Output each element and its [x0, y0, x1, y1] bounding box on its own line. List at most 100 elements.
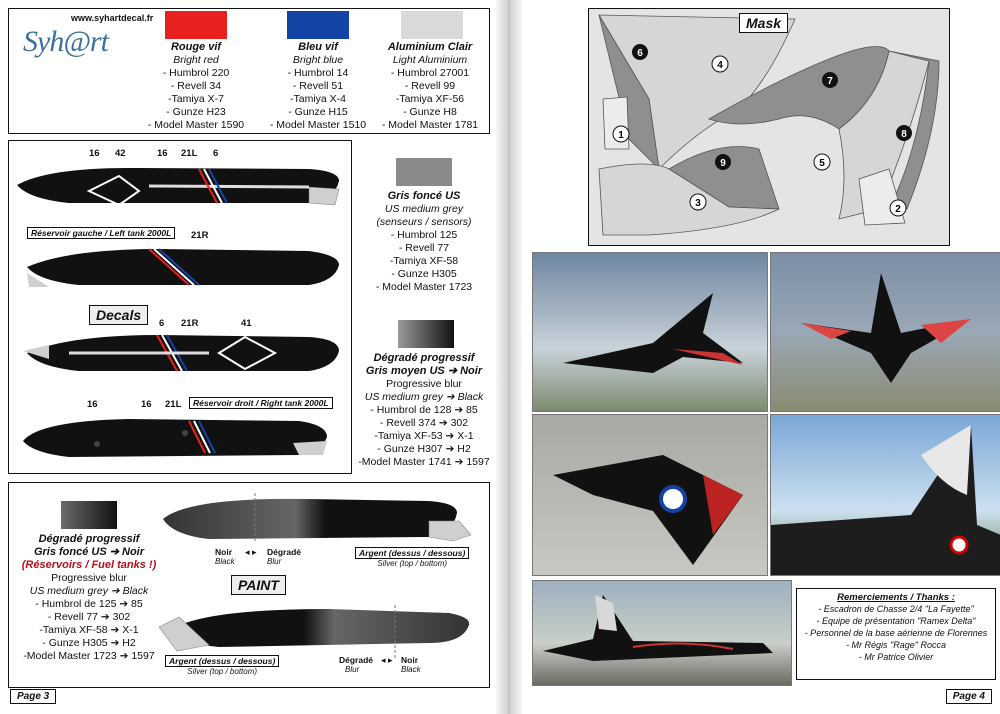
paint-note: (senseurs / sensors) — [376, 216, 472, 228]
paint-ref: - Gunze H307 ➔ H2 — [377, 443, 471, 455]
paint-ref: - Model Master 1781 — [381, 119, 479, 131]
thanks-line: - Mr Régis "Rage" Rocca — [846, 640, 946, 650]
paint-title: PAINT — [231, 575, 286, 595]
silver-label-bottom: Argent (dessus / dessous) Silver (top / … — [165, 655, 280, 676]
paint-name: Gris foncé US — [387, 190, 461, 202]
paint-name: Dégradé progressif — [373, 352, 475, 364]
arrow-icon: ◂ ▸ — [245, 547, 257, 557]
page-number-left: Page 3 — [10, 689, 57, 704]
argent-label: Argent (dessus / dessous) — [355, 547, 470, 559]
paint-ref: -Tamiya XF-56 — [395, 93, 465, 105]
photo-aircraft-3 — [532, 414, 768, 576]
silver-swatch — [401, 11, 463, 39]
argent-label: Argent (dessus / dessous) — [165, 655, 280, 667]
mask-shapes — [598, 14, 940, 236]
page-4: Mask 1 2 3 4 5 6 7 8 9 — [522, 0, 1000, 714]
noir-label: Noir — [215, 547, 232, 557]
right-tank-label: Réservoir droit / Right tank 2000L — [189, 397, 333, 409]
blur-label: Blur — [345, 665, 360, 674]
decal-callout: 41 — [241, 318, 252, 329]
aircraft-silhouette — [771, 425, 1000, 575]
brand-url: www.syhartdecal.fr — [71, 13, 154, 23]
silver-label: Silver (top / bottom) — [377, 559, 448, 568]
degrade-label: Dégradé — [267, 547, 302, 557]
paint-blue: Bleu vif Bright blue - Humbrol 14 - Reve… — [257, 41, 379, 132]
mask-number: 4 — [717, 60, 723, 71]
mask-number: 8 — [901, 129, 907, 140]
tank-4 — [23, 419, 327, 457]
mask-number: 6 — [637, 48, 643, 59]
paint-blur-2: Dégradé progressif Gris foncé US ➔ Noir … — [13, 533, 165, 663]
brand-logo: Syh@rt — [23, 25, 109, 58]
paint-ref: - Revell 99 — [404, 80, 456, 92]
page-number-right: Page 4 — [945, 689, 992, 704]
paint-ref: - Humbrol 220 — [162, 67, 230, 79]
silver-label-top: Argent (dessus / dessous) Silver (top / … — [355, 547, 470, 568]
paint-sub: Gris moyen US ➔ Noir — [365, 365, 483, 377]
photo-aircraft-2 — [770, 252, 1000, 412]
photo-aircraft-5 — [532, 580, 792, 686]
paint-ref: -Tamiya X-7 — [167, 93, 224, 105]
header-paint-box: www.syhartdecal.fr Syh@rt Rouge vif Brig… — [8, 8, 490, 134]
paint-red: Rouge vif Bright red - Humbrol 220 - Rev… — [135, 41, 257, 132]
paint-ref: -Model Master 1723 ➔ 1597 — [23, 650, 155, 662]
paint-ref: - Model Master 1590 — [147, 119, 245, 131]
black-label: Black — [401, 665, 421, 674]
paint-ref: -Model Master 1741 ➔ 1597 — [358, 456, 490, 468]
blur-swatch-1 — [398, 320, 454, 348]
mask-number: 1 — [618, 130, 624, 141]
decals-title: Decals — [89, 305, 149, 325]
aircraft-silhouette — [543, 595, 773, 661]
mask-number: 3 — [695, 198, 701, 209]
thanks-line: - Equipe de présentation "Ramex Delta" — [816, 616, 976, 626]
decal-callout: 21R — [191, 230, 209, 241]
paint-ref: - Revell 374 ➔ 302 — [379, 417, 469, 429]
paint-blur-1: Dégradé progressif Gris moyen US ➔ Noir … — [354, 352, 494, 469]
mask-number: 7 — [827, 76, 833, 87]
paint-ref: -Tamiya X-4 — [289, 93, 346, 105]
paint-ref: - Revell 77 ➔ 302 — [47, 611, 131, 623]
paint-ref: - Gunze H8 — [403, 106, 457, 118]
decal-callout: 21L — [181, 148, 198, 159]
tank-2 — [27, 248, 339, 287]
paint-ref: - Humbrol 27001 — [390, 67, 470, 79]
thanks-line: - Personnel de la base aérienne de Flore… — [804, 628, 988, 638]
paint-ref: - Humbrol de 128 ➔ 85 — [370, 404, 478, 416]
paint-ref: - Gunze H23 — [166, 106, 226, 118]
paint-ref: - Gunze H305 ➔ H2 — [42, 637, 136, 649]
blur-swatch-2 — [61, 501, 117, 529]
decal-callout: 6 — [159, 318, 165, 329]
decal-callout: 21L — [165, 399, 182, 410]
paint-grey: Gris foncé US US medium grey (senseurs /… — [356, 190, 492, 294]
paint-ref: - Humbrol 14 — [287, 67, 349, 79]
paint-ref: - Revell 34 — [170, 80, 222, 92]
paint-name: Bleu vif — [298, 41, 338, 53]
paint-ref: - Revell 77 — [398, 242, 450, 254]
paint-name: Aluminium Clair — [387, 41, 473, 53]
decal-callout: 6 — [213, 148, 219, 159]
decal-callout: 42 — [115, 148, 126, 159]
decal-callout: 21R — [181, 318, 199, 329]
photo-aircraft-4 — [770, 414, 1000, 576]
paint-title-en: Progressive blur — [51, 572, 127, 584]
aircraft-silhouette — [553, 455, 743, 565]
tank-3 — [23, 334, 339, 372]
paint-ref: - Model Master 1723 — [375, 281, 473, 293]
paint-ref: - Model Master 1510 — [269, 119, 367, 131]
decals-box: 16 42 16 21L 6 Réservoir gauche / Left t… — [8, 140, 352, 474]
paint-name: Rouge vif — [170, 41, 222, 53]
paint-sub-en: US medium grey ➔ Black — [364, 391, 484, 403]
thanks-line: - Escadron de Chasse 2/4 "La Fayette" — [818, 604, 974, 614]
mask-number: 5 — [819, 158, 825, 169]
paint-ref: - Revell 51 — [292, 80, 344, 92]
decal-callout: 16 — [141, 399, 152, 410]
paint-ref: -Tamiya XF-58 ➔ X-1 — [39, 624, 139, 636]
degrade-label: Dégradé — [339, 655, 374, 665]
aircraft-silhouette — [563, 293, 743, 373]
tank-1 — [17, 167, 340, 207]
grey-swatch — [396, 158, 452, 186]
paint-translation: Bright red — [173, 54, 219, 66]
paint-ref: - Humbrol de 125 ➔ 85 — [35, 598, 143, 610]
paint-ref: - Gunze H15 — [288, 106, 348, 118]
decal-callout: 16 — [89, 148, 100, 159]
